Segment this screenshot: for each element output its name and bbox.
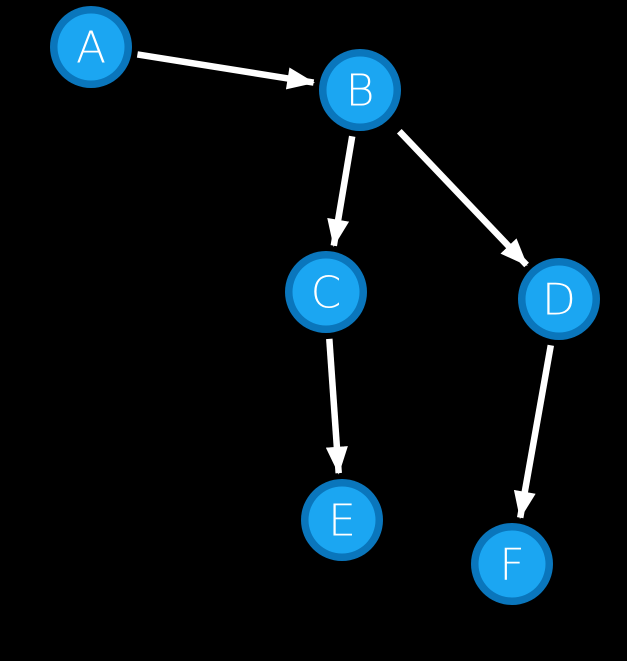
node-body [308,486,376,554]
graph-node-A[interactable]: A [50,6,132,88]
edge-A-B [136,51,315,90]
node-body [478,530,546,598]
graph-node-E[interactable]: E [301,479,383,561]
node-body [525,265,593,333]
node-body [57,13,125,81]
graph-node-C[interactable]: C [285,251,367,333]
graph-node-D[interactable]: D [518,258,600,340]
edge-C-E [325,338,348,475]
edge-D-F [513,344,554,520]
edge-B-C [327,135,356,248]
node-body [326,56,394,124]
graph-node-B[interactable]: B [319,49,401,131]
graph-node-F[interactable]: F [471,523,553,605]
edge-B-D [396,129,529,268]
node-body [292,258,360,326]
